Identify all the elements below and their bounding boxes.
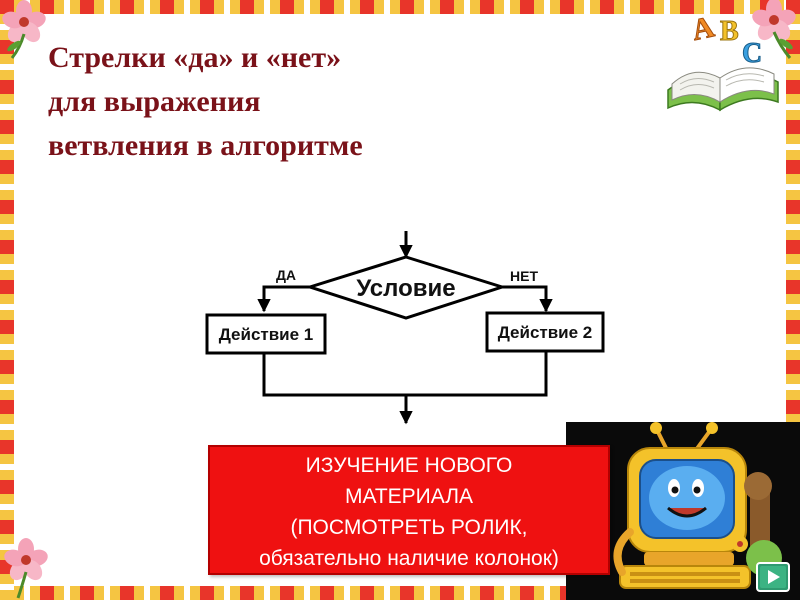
book-letter-b: B xyxy=(720,16,739,47)
yes-arrow xyxy=(257,285,310,313)
open-book-icon: A B C xyxy=(667,10,779,112)
book-letter-a: A xyxy=(689,10,717,47)
action-yes-box xyxy=(205,313,327,355)
book-letter-c: C xyxy=(742,38,762,69)
title-line: ветвления в алгоритме xyxy=(48,129,363,162)
play-button-icon[interactable] xyxy=(756,562,790,592)
flower-icon xyxy=(4,538,48,599)
branching-flowchart: Условие ДА НЕТ Действие 1 Действие 2 xyxy=(205,231,605,425)
action-no-box xyxy=(485,311,605,353)
no-arrow xyxy=(502,285,553,313)
yes-label: ДА xyxy=(276,267,296,283)
condition-label: Условие xyxy=(356,275,455,302)
title-line: для выражения xyxy=(48,85,261,118)
banner-line: МАТЕРИАЛА xyxy=(344,485,474,508)
computer-mascot-icon xyxy=(613,422,782,589)
no-label: НЕТ xyxy=(510,268,538,284)
flower-icon xyxy=(752,0,796,59)
condition-diamond xyxy=(305,255,507,320)
action-no-label: Действие 2 xyxy=(498,323,593,342)
banner-line: ИЗУЧЕНИЕ НОВОГО xyxy=(305,454,513,477)
flower-icon xyxy=(2,0,46,59)
new-material-banner: ИЗУЧЕНИЕ НОВОГО МАТЕРИАЛА (ПОСМОТРЕТЬ РО… xyxy=(208,445,610,575)
slide-title: Стрелки «да» и «нет» для выражения ветвл… xyxy=(48,36,568,168)
banner-line: обязательно наличие колонок) xyxy=(259,547,559,570)
banner-line: (ПОСМОТРЕТЬ РОЛИК, xyxy=(290,516,528,539)
title-line: Стрелки «да» и «нет» xyxy=(48,41,342,74)
merge-line xyxy=(262,351,548,397)
action-yes-label: Действие 1 xyxy=(219,325,314,344)
